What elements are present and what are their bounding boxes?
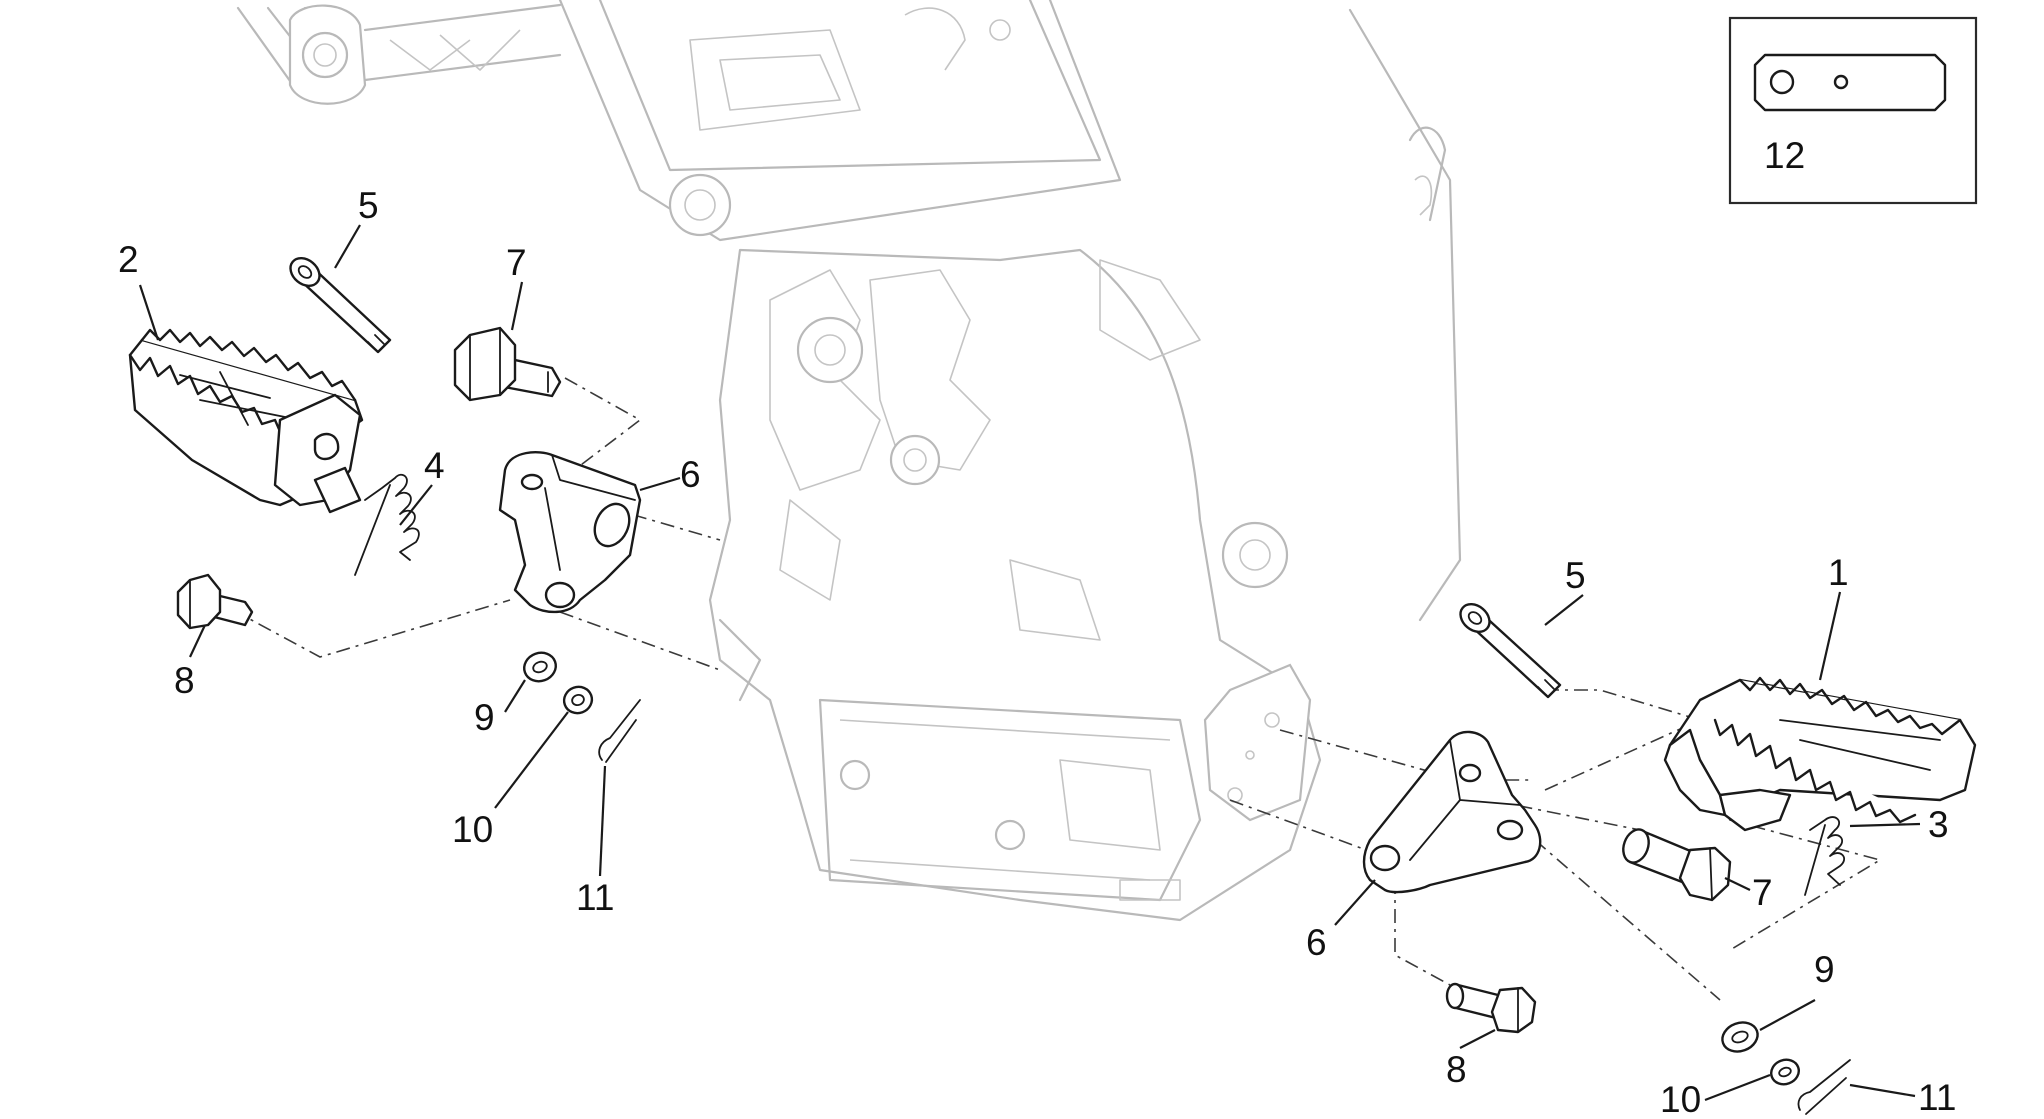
part-12-plate [1753, 53, 1947, 112]
inset-part-12: 12 [1728, 16, 1978, 205]
callout-left-5: 5 [358, 185, 379, 226]
part-4-left-spring [354, 473, 420, 576]
part-9-left-washer [523, 651, 557, 683]
part-10-left-washer [562, 685, 594, 715]
part-6-right-bracket [1362, 730, 1542, 894]
callout-right-11: 11 [1918, 1077, 1956, 1118]
frame-main-spar [558, 0, 1122, 242]
part-3-right-spring [1804, 816, 1845, 896]
callout-inset-12: 12 [1764, 135, 1805, 176]
part-11-right-cotter-pin [1797, 1059, 1851, 1115]
frame-pivot-casting [708, 248, 1322, 922]
part-5-left-pin [289, 257, 392, 354]
part-9-right-washer [1721, 1021, 1759, 1053]
frame-footpeg-mount [1203, 663, 1312, 822]
callout-left-7: 7 [506, 242, 527, 283]
callout-right-6: 6 [1306, 922, 1327, 963]
callout-left-9: 9 [474, 697, 495, 738]
callout-left-10: 10 [452, 809, 493, 850]
callout-left-6: 6 [680, 454, 701, 495]
callout-left-4: 4 [424, 445, 445, 486]
callout-right-10: 10 [1660, 1079, 1701, 1119]
callout-right-1: 1 [1828, 552, 1849, 593]
part-11-left-cotter-pin [598, 699, 641, 763]
part-7-left-bolt [453, 326, 562, 402]
part-6-left-bracket [498, 451, 642, 614]
callout-left-8: 8 [174, 660, 195, 701]
callout-right-9: 9 [1814, 949, 1835, 990]
leader-lines [138, 224, 1921, 1102]
callout-right-3: 3 [1928, 804, 1949, 845]
part-7-right-bolt [1622, 828, 1732, 902]
assembly-lines [232, 377, 1883, 1001]
part-8-right-bolt [1445, 982, 1537, 1034]
part-1-right-footpeg [1663, 676, 1977, 832]
motorcycle-frame [236, 0, 1462, 922]
part-10-right-washer [1770, 1058, 1800, 1086]
callout-right-7: 7 [1752, 872, 1773, 913]
part-8-left-bolt [176, 573, 254, 630]
callout-right-5: 5 [1565, 555, 1586, 596]
callout-right-8: 8 [1446, 1049, 1467, 1090]
frame-right-tube [1348, 8, 1462, 622]
callout-numbers: 2 5 7 4 6 8 9 10 11 5 1 3 7 6 8 9 10 11 [118, 185, 1956, 1119]
part-5-right-pin [1459, 603, 1562, 699]
callout-left-2: 2 [118, 239, 139, 280]
callout-left-11: 11 [576, 877, 614, 918]
part-2-left-footpeg [128, 328, 364, 514]
